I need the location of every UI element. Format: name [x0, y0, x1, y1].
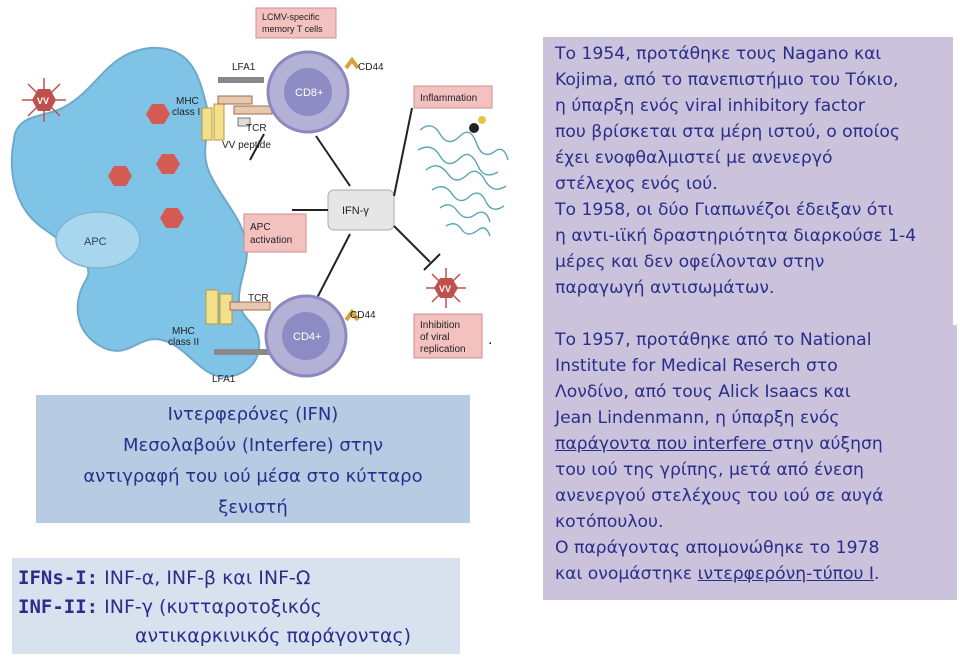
ifn-gamma-label: IFN-γ [342, 205, 369, 217]
history-1954-line: έχει ενοφθαλμιστεί με ανενεργό [555, 148, 833, 168]
ifn-gamma-protein-structure [417, 125, 509, 237]
apc-activation-label-2: activation [250, 235, 292, 246]
cd44-label-top: CD44 [358, 62, 384, 73]
mhc-tcr-complex-bottom [205, 289, 271, 355]
protein-atom [478, 116, 486, 124]
cd8-label: CD8+ [295, 87, 323, 99]
inhibition-label-3: replication [420, 344, 466, 355]
ifn-type-ii-continuation: αντικαρκινικός παράγοντας) [135, 625, 412, 647]
history-1957-line: Λονδίνο, από τους Alick Isaacs και [555, 382, 851, 402]
ifn-diagram-svg: APC VV MHC class I TCR VV peptide L [10, 7, 509, 385]
history-1978-line: Ο παράγοντας απομονώθηκε το 1978 [555, 538, 880, 558]
virus-vv-top: VV [22, 78, 66, 122]
inflammation-box [413, 85, 493, 109]
inhibition-label-2: of viral [420, 332, 449, 343]
named-prefix: και ονομάστηκε [555, 564, 698, 584]
history-1957-line: του ιού της γρίπης, μετά από ένεση [555, 460, 864, 480]
history-1954-line: Kojima, από το πανεπιστήμιο του Τόκιο, [555, 70, 899, 90]
history-1954-line: η ύπαρξη ενός viral inhibitory factor [555, 96, 865, 116]
mhc1-label: MHC [176, 96, 199, 107]
mhc1-class-label: class I [172, 107, 200, 118]
memory-t-cells-box [255, 7, 337, 39]
ifn-definition-line: Μεσολαβούν (Interfere) στην [122, 435, 384, 456]
interferon-type-i: ιντερφερόνη-τύπου Ι [697, 564, 875, 584]
history-1958-line: παραγωγή αντισωμάτων. [555, 278, 775, 298]
history-1957-line: Institute for Medical Reserch στο [555, 356, 838, 376]
ifn-diagram: APC VV MHC class I TCR VV peptide L [0, 0, 540, 392]
ifn-type-i-row: IFNs-I: INF-α, INF-β και INF-Ω [18, 564, 460, 593]
ifn-type-ii-values: INF-γ (κυτταροτοξικός [104, 596, 322, 618]
mhc2-class-label: class II [168, 337, 199, 348]
protein-atom [469, 123, 479, 133]
lfa1-label-bottom: LFA1 [212, 374, 236, 385]
virus-particle [156, 154, 180, 174]
history-1957-line: Jean Lindenmann, η ύπαρξη ενός [555, 408, 840, 428]
mhc-tcr-complex-top [201, 77, 273, 141]
history-1978-line: και ονομάστηκε ιντερφερόνη-τύπου Ι. [555, 561, 951, 587]
ifn-title: Ιντερφερόνες (IFN) [167, 404, 339, 425]
inflammation-label: Inflammation [420, 93, 477, 104]
apc-nucleus [55, 211, 141, 269]
history-1958-line: Το 1958, οι δύο Γιαπωνέζοι έδειξαν ότι [555, 200, 894, 220]
stray-dot: . [488, 331, 492, 348]
cd44-receptor-bottom [344, 308, 360, 322]
vv-peptide-label: VV peptide [222, 140, 271, 151]
history-1957-box: Το 1957, προτάθηκε από το National Insti… [543, 325, 957, 600]
memory-t-cells-label-2: memory T cells [262, 24, 323, 34]
cd4-nucleus [282, 312, 330, 360]
interfere-rest: στην αύξηση [772, 434, 883, 454]
history-1954-line: στέλεχος ενός ιού. [555, 174, 718, 194]
inhibition-label-1: Inhibition [420, 320, 460, 331]
cd8-nucleus [284, 68, 332, 116]
mhc2-label: MHC [172, 326, 195, 337]
apc-cell [10, 46, 261, 378]
interfere-phrase: παράγοντα που interfere [555, 434, 773, 454]
ifn-type-ii-label: INF-II: [18, 596, 99, 618]
inhibition-box [413, 313, 483, 359]
virus-vv-inhibited: VV [426, 268, 466, 308]
ifn-definition-line: ξενιστή [218, 497, 288, 518]
apc-label: APC [84, 236, 107, 248]
virus-particle [108, 166, 132, 186]
ifn-type-ii-row: INF-II: INF-γ (κυτταροτοξικός [18, 593, 460, 622]
virus-particle [146, 104, 170, 124]
cd44-receptor-top [344, 56, 360, 70]
history-1957-line: Το 1957, προτάθηκε από το National [555, 330, 872, 350]
lfa1-label-top: LFA1 [232, 62, 256, 73]
cd4-label: CD4+ [293, 331, 321, 343]
history-1958-line: μέρες και δεν οφείλονταν στην [555, 252, 825, 272]
history-1954-line: Το 1954, προτάθηκε τους Nagano και [555, 44, 882, 64]
ifn-type-i-values: INF-α, INF-β και INF-Ω [104, 567, 311, 589]
ifn-types-box: IFNs-I: INF-α, INF-β και INF-Ω INF-II: I… [12, 558, 460, 654]
history-1958-line: η αντι-ιϊκή δραστηριότητα διαρκούσε 1-4 [555, 226, 917, 246]
ifn-definition-line: αντιγραφή του ιού μέσα στο κύτταρο [83, 466, 423, 487]
history-1954-line: που βρίσκεται στα μέρη ιστού, ο οποίος [555, 122, 900, 142]
cd44-label-bottom: CD44 [350, 310, 376, 321]
history-1954-box: Το 1954, προτάθηκε τους Nagano και Kojim… [543, 37, 953, 325]
named-suffix: . [874, 564, 880, 584]
history-1957-line: παράγοντα που interfere στην αύξηση [555, 431, 951, 457]
apc-activation-box [243, 213, 307, 253]
vv-label: VV [37, 96, 49, 106]
memory-t-cells-label-1: LCMV-specific [262, 12, 320, 22]
virus-particle [160, 208, 184, 228]
tcr-label-bottom: TCR [248, 293, 269, 304]
ifn-type-i-label: IFNs-I: [18, 567, 99, 589]
tcr-label-top: TCR [246, 123, 267, 134]
pathway-arrows [249, 107, 441, 301]
history-1957-line: κοτόπουλου. [555, 512, 664, 532]
apc-activation-label-1: APC [250, 222, 271, 233]
vv-label: VV [439, 284, 451, 294]
ifn-definition-box: Ιντερφερόνες (IFN) Μεσολαβούν (Interfere… [36, 395, 470, 523]
history-1957-line: ανενεργού στελέχους του ιού σε αυγά [555, 486, 884, 506]
